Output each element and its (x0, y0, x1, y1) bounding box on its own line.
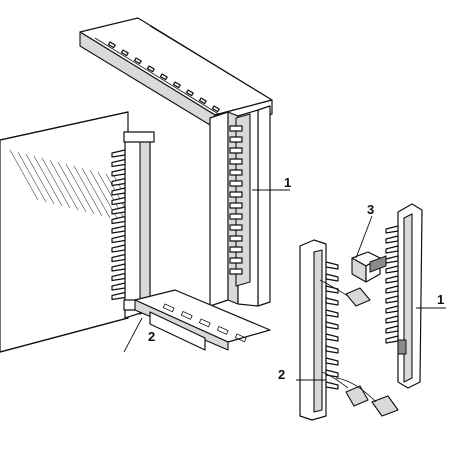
guide-tooth (385, 305, 399, 314)
guide-tooth (229, 224, 243, 231)
panel-hatch-line (81, 167, 111, 219)
guide-tooth (229, 246, 243, 253)
guide-tooth (229, 136, 243, 143)
leader-2-main (123, 317, 143, 353)
loose-tabs (319, 279, 399, 417)
guide-tooth (111, 244, 126, 253)
guide-tooth (325, 345, 339, 354)
guide-tooth (229, 202, 243, 209)
panel-hatch-line (49, 159, 79, 211)
rail-hole (198, 97, 207, 105)
guide-tooth (229, 169, 243, 176)
panel-hatch-line (25, 153, 55, 205)
callout-3: 3 (367, 202, 374, 217)
panel-hatch-line (17, 151, 47, 203)
guide-tooth (111, 158, 126, 168)
rail-hole (185, 89, 194, 97)
guide-tooth (325, 309, 339, 318)
guide-tooth (385, 315, 399, 324)
bottom-rail (134, 289, 271, 351)
guide-tooth (385, 335, 399, 344)
guide-tooth (111, 225, 126, 234)
guide-tooth (229, 213, 243, 220)
guide-tooth (385, 285, 399, 294)
guide-tooth (325, 285, 339, 294)
card-guide-installed (111, 131, 155, 319)
panel-hatch-line (57, 161, 87, 213)
guide-tooth (385, 235, 399, 244)
rail-hole (172, 81, 181, 89)
guide-tooth (111, 263, 126, 272)
connector-clip (351, 251, 387, 283)
guide-tooth (385, 325, 399, 334)
guide-tooth (229, 191, 243, 198)
rail-hole (211, 105, 220, 113)
guide-tooth (229, 158, 243, 165)
guide-tooth (385, 295, 399, 304)
rail-slot (198, 318, 211, 328)
rail-hole (133, 57, 142, 65)
guide-tooth (111, 196, 126, 206)
guide-tooth (325, 369, 339, 378)
rail-hole (107, 41, 116, 49)
side-panel (0, 111, 143, 353)
guide-tooth (111, 206, 126, 215)
panel-hatch-line (73, 165, 103, 217)
guide-tooth (385, 225, 399, 234)
panel-hatch-line (65, 163, 95, 215)
callout-1-main: 1 (284, 175, 291, 190)
guide-tooth (385, 245, 399, 254)
guide-tooth (385, 255, 399, 264)
guide-tooth (111, 272, 126, 282)
panel-hatch-line (97, 171, 127, 223)
guide-tooth (385, 265, 399, 274)
rail-slot (180, 310, 193, 320)
guide-tooth (111, 253, 126, 263)
callout-2-main: 2 (148, 329, 155, 344)
guide-tooth (325, 273, 339, 282)
top-rail (79, 17, 273, 129)
leader-3 (355, 215, 373, 259)
guide-tooth (229, 235, 243, 242)
loose-guide-rail (385, 203, 423, 389)
guide-tooth (111, 177, 126, 187)
guide-rail-installed (229, 113, 251, 287)
guide-tooth (325, 297, 339, 306)
guide-tooth (229, 268, 243, 275)
rail-hole (159, 73, 168, 81)
callout-2-side: 2 (278, 367, 285, 382)
guide-tooth (325, 381, 339, 390)
guide-tooth (229, 125, 243, 132)
callout-1-side: 1 (437, 292, 444, 307)
guide-tooth (111, 149, 126, 158)
guide-tooth (229, 257, 243, 264)
rail-slot (216, 325, 229, 335)
guide-tooth (111, 168, 126, 177)
panel-hatch-line (41, 157, 71, 209)
guide-tooth (111, 282, 126, 291)
guide-tooth (229, 147, 243, 154)
guide-tooth (325, 321, 339, 330)
guide-tooth (229, 180, 243, 187)
guide-tooth (111, 215, 126, 225)
rail-slot (162, 303, 175, 313)
rail-hole (120, 49, 129, 57)
guide-tooth (385, 275, 399, 284)
guide-tooth (325, 261, 339, 270)
panel-hatch-line (9, 149, 39, 201)
guide-tooth (325, 357, 339, 366)
guide-tooth (111, 291, 126, 301)
loose-card-guide (299, 239, 339, 421)
rail-slot (234, 333, 247, 343)
rail-hole (146, 65, 155, 73)
guide-tooth (111, 234, 126, 244)
guide-tooth (325, 333, 339, 342)
panel-hatch-line (33, 155, 63, 207)
guide-tooth (111, 187, 126, 196)
